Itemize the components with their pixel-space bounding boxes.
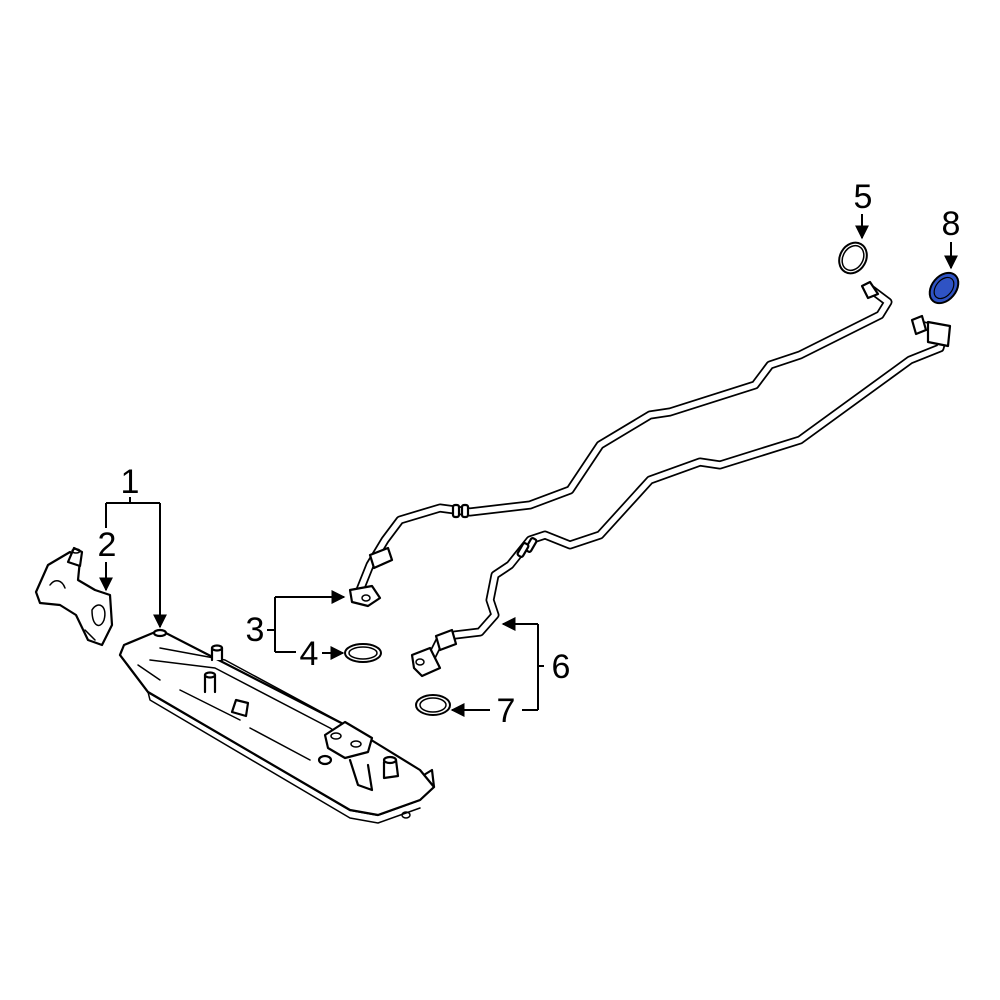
o-ring-icon[interactable] bbox=[344, 643, 382, 663]
oil-cooler-icon[interactable] bbox=[118, 628, 436, 824]
callout-4[interactable]: 4 bbox=[300, 635, 319, 673]
callout-7[interactable]: 7 bbox=[497, 692, 516, 730]
cooler-line-icon[interactable] bbox=[348, 280, 893, 608]
callout-5[interactable]: 5 bbox=[854, 178, 873, 216]
callout-1[interactable]: 1 bbox=[121, 463, 140, 501]
leader-lines bbox=[99, 214, 958, 717]
callout-2[interactable]: 2 bbox=[98, 526, 117, 564]
seal-ring-icon[interactable] bbox=[924, 267, 964, 308]
callout-6[interactable]: 6 bbox=[552, 648, 571, 686]
bracket-icon[interactable] bbox=[34, 546, 114, 647]
callout-3[interactable]: 3 bbox=[246, 611, 265, 649]
o-ring-icon[interactable] bbox=[415, 694, 451, 716]
callout-8[interactable]: 8 bbox=[942, 205, 961, 243]
cooler-line-icon[interactable] bbox=[410, 314, 952, 678]
o-ring-icon[interactable] bbox=[834, 238, 873, 279]
